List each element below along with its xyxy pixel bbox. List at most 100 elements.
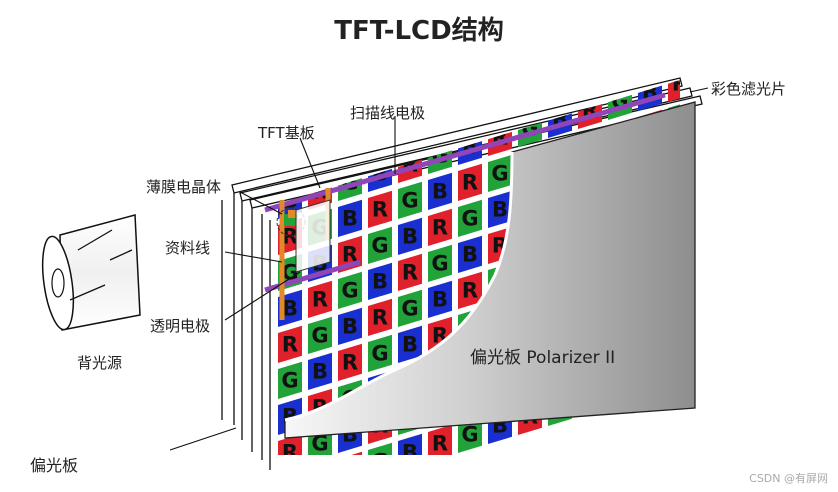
label-backlight: 背光源 <box>77 354 123 372</box>
subpixel-g <box>398 181 422 219</box>
subpixel-g <box>638 38 662 75</box>
subpixel-r <box>338 451 362 455</box>
subpixel-g <box>368 334 392 372</box>
subpixel-g <box>308 316 332 354</box>
label-data-line: 资料线 <box>165 239 211 257</box>
subpixel-b <box>668 29 692 66</box>
subpixel-r <box>608 80 632 84</box>
subpixel-r <box>308 280 332 318</box>
subpixel-b <box>308 461 332 492</box>
subpixel-letter: B <box>342 315 358 339</box>
subpixel-letter: R <box>282 333 298 357</box>
watermark: CSDN @有屏网 <box>749 472 828 485</box>
subpixel-letter: G <box>431 252 448 276</box>
subpixel-r <box>278 433 302 455</box>
transparent-electrode <box>295 199 331 273</box>
subpixel-letter: R <box>672 72 688 96</box>
leader-lines <box>169 87 709 451</box>
subpixel-r <box>458 271 482 309</box>
subpixel-letter: G <box>461 207 478 231</box>
subpixel-letter: G <box>371 450 388 474</box>
subpixel-b <box>488 82 512 120</box>
subpixel-letter: R <box>432 432 448 456</box>
subpixel-r <box>428 100 452 138</box>
subpixel-b <box>428 172 452 210</box>
label-polarizer-back: 偏光板 <box>30 456 79 475</box>
subpixel-letter: G <box>341 279 358 303</box>
subpixel-g <box>398 289 422 327</box>
subpixel-letter: G <box>551 72 568 96</box>
subpixel-letter: G <box>401 189 418 213</box>
subpixel-g <box>278 361 302 399</box>
subpixel-g <box>458 199 482 237</box>
label-tft-substrate: TFT基板 <box>258 124 315 142</box>
subpixel-letter: B <box>372 270 388 294</box>
subpixel-letter: B <box>492 198 508 222</box>
subpixel-b <box>398 433 422 455</box>
subpixel-b <box>308 352 332 390</box>
subpixel-letter: B <box>312 468 328 492</box>
subpixel-letter: B <box>492 90 508 114</box>
label-color-filter: 彩色滤光片 <box>711 80 787 98</box>
subpixel-b <box>338 199 362 237</box>
subpixel-b <box>398 325 422 363</box>
subpixel-letter: R <box>432 216 448 240</box>
subpixel-letter: G <box>641 45 658 69</box>
subpixel-r <box>278 325 302 363</box>
subpixel-letter: G <box>461 423 478 447</box>
subpixel-letter: R <box>282 225 298 249</box>
subpixel-b <box>578 80 602 93</box>
subpixel-g <box>548 80 572 102</box>
subpixel-letter: G <box>311 432 328 456</box>
subpixel-letter: R <box>612 54 628 78</box>
subpixel-letter: R <box>372 198 388 222</box>
subpixel-letter: G <box>371 342 388 366</box>
subpixel-b <box>458 235 482 273</box>
subpixel-letter: R <box>342 351 358 375</box>
subpixel-g <box>368 226 392 264</box>
subpixel-letter: G <box>311 324 328 348</box>
label-polarizer-ii: 偏光板 Polarizer II <box>470 348 616 368</box>
subpixel-g <box>278 470 302 492</box>
subpixel-r <box>458 163 482 201</box>
subpixel-letter: R <box>342 459 358 483</box>
subpixel-g <box>368 442 392 455</box>
subpixel-letter: B <box>282 297 298 321</box>
subpixel-letter: R <box>402 261 418 285</box>
subpixel-letter: R <box>282 441 298 465</box>
subpixel-letter: R <box>522 81 538 105</box>
label-scan-line: 扫描线电极 <box>350 104 426 122</box>
subpixel-letter: G <box>371 234 388 258</box>
subpixel-g <box>338 271 362 309</box>
subpixel-letter: B <box>342 207 358 231</box>
subpixel-letter: R <box>432 108 448 132</box>
subpixel-letter: B <box>672 36 688 60</box>
subpixel-b <box>398 217 422 255</box>
subpixel-b <box>488 190 512 228</box>
subpixel-b <box>428 280 452 318</box>
subpixel-r <box>428 424 452 455</box>
subpixel-letter: B <box>312 360 328 384</box>
subpixel-r <box>368 190 392 228</box>
subpixel-r <box>368 298 392 336</box>
subpixel-letter: G <box>461 99 478 123</box>
subpixel-letter: B <box>582 63 598 87</box>
subpixel-g <box>458 91 482 129</box>
subpixel-letter: G <box>281 369 298 393</box>
subpixel-g <box>428 244 452 282</box>
subpixel-letter: B <box>402 441 418 465</box>
subpixel-letter: G <box>281 261 298 285</box>
subpixel-letter: R <box>462 279 478 303</box>
label-thin-film-transistor: 薄膜电晶体 <box>146 178 222 196</box>
subpixel-r <box>338 343 362 381</box>
subpixel-letter: R <box>312 288 328 312</box>
subpixel-letter: G <box>491 162 508 186</box>
subpixel-r <box>398 253 422 291</box>
backlight-tube <box>41 214 141 331</box>
subpixel-letter: B <box>432 180 448 204</box>
subpixel-letter: R <box>342 243 358 267</box>
polarizer-peel-edge <box>284 151 514 422</box>
subpixel-letter: G <box>371 126 388 150</box>
